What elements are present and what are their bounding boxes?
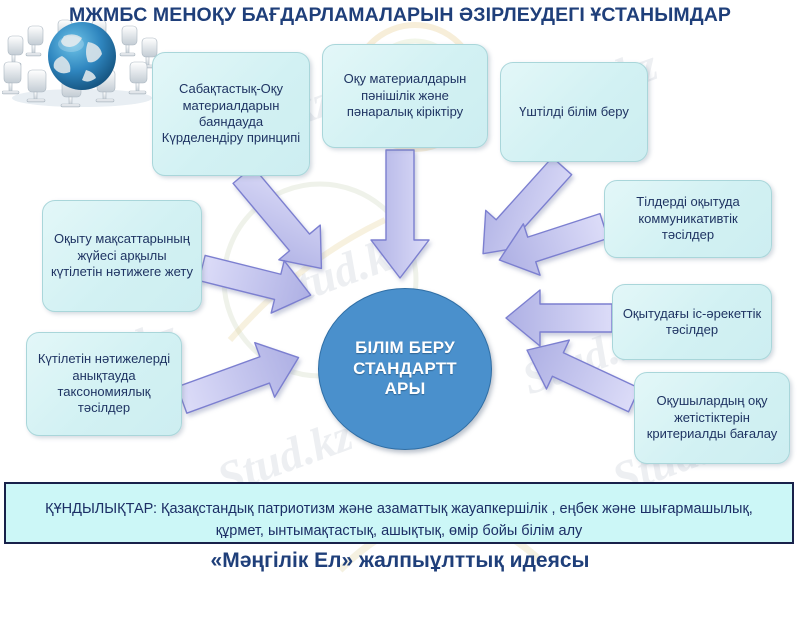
node-intra-interdisciplinary-integration: Оқу материалдарын пәнішілік және пәнарал… — [322, 44, 488, 148]
footer-national-idea: «Мәңгілік Ел» жалпыұлттық идеясы — [210, 549, 590, 572]
center-node-label: БІЛІМ БЕРУ СТАНДАРТТ АРЫ — [353, 337, 457, 399]
page-title: МЖМБС МЕНОҚУ БАҒДАРЛАМАЛАРЫН ӘЗІРЛЕУДЕГІ… — [68, 4, 732, 26]
globe-with-chairs-graphic — [1, 12, 162, 110]
node-communicative-language-approaches: Тілдерді оқытуда коммуникативтік тәсілде… — [604, 180, 772, 258]
node-label: Оқытудағы іс-әрекеттік тәсілдер — [622, 305, 762, 337]
node-label: Тілдерді оқытуда коммуникативтік тәсілде… — [636, 194, 740, 243]
node-label: Сабақтастық-Оқу материалдарын баяндауда … — [161, 81, 301, 146]
node-trilingual-education: Үштілді білім беру — [500, 62, 648, 162]
center-node-education-standards: БІЛІМ БЕРУ СТАНДАРТТ АРЫ — [318, 288, 492, 450]
node-learning-objectives-system: Оқыту мақсаттарының жүйесі арқылы күтіле… — [42, 200, 202, 312]
node-criteria-based-assessment: Оқушылардың оқу жетістіктерін критериалд… — [634, 372, 790, 464]
node-label: Күтілетін нәтижелерді анықтауда таксоном… — [37, 351, 171, 416]
node-label: Үштілді білім беру — [519, 103, 629, 119]
node-activity-based-approaches: Оқытудағы іс-әрекеттік тәсілдер — [612, 284, 772, 360]
values-banner-text: ҚҰНДЫЛЫҚТАР: Қазақстандық патриотизм жән… — [45, 501, 753, 540]
values-banner: ҚҰНДЫЛЫҚТАР: Қазақстандық патриотизм жән… — [4, 482, 794, 544]
node-label: Оқыту мақсаттарының жүйесі арқылы күтіле… — [51, 231, 193, 280]
node-label: Оқу материалдарын пәнішілік және пәнарал… — [343, 71, 467, 120]
node-label: Оқушылардың оқу жетістіктерін критериалд… — [646, 393, 778, 442]
node-taxonomy-approaches: Күтілетін нәтижелерді анықтауда таксоном… — [26, 332, 182, 436]
node-continuity-complexity-principle: Сабақтастық-Оқу материалдарын баяндауда … — [152, 52, 310, 176]
